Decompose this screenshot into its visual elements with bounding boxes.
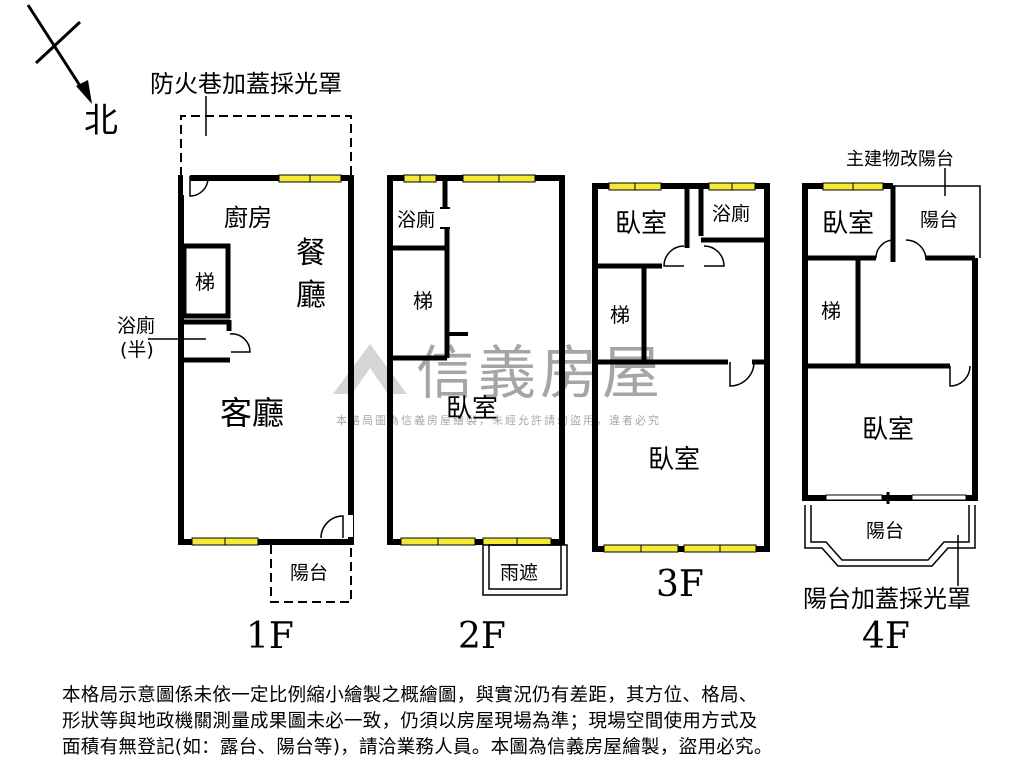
room-stairs-2f: 梯 bbox=[413, 289, 433, 313]
main-to-balcony-label: 主建物改陽台 bbox=[846, 149, 954, 170]
room-balcony-4f-a: 陽台 bbox=[920, 209, 958, 231]
floor-2f: 浴廁 梯 臥室 雨遮 2F bbox=[387, 174, 568, 657]
room-canopy-2f: 雨遮 bbox=[500, 562, 538, 584]
fire-lane-outline bbox=[180, 115, 352, 176]
room-stairs-4f: 梯 bbox=[821, 299, 841, 323]
room-kitchen: 廚房 bbox=[224, 204, 272, 232]
floor-label-3f: 3F bbox=[656, 564, 704, 605]
balcony-skylight-label: 陽台加蓋採光罩 bbox=[803, 585, 971, 613]
room-bedroom-2f: 臥室 bbox=[446, 394, 498, 424]
disclaimer-line-2: 形狀等與地政機關測量成果圖未必一致，仍須以房屋現場為準；現場空間使用方式及 bbox=[62, 711, 758, 732]
room-stairs-1f: 梯 bbox=[195, 270, 215, 294]
room-dining-2: 廳 bbox=[296, 278, 326, 313]
room-bedroom-4f-b: 臥室 bbox=[862, 415, 914, 445]
floor-4f: 主建物改陽台 臥室 陽台 梯 臥室 陽台 陽台加蓋採光罩 4F bbox=[802, 149, 981, 657]
watermark-notice: 本格局圖為信義房屋繪製，未經允許請勿盜用，違者必究 bbox=[336, 413, 661, 427]
fire-lane-label: 防火巷加蓋採光罩 bbox=[150, 70, 342, 98]
disclaimer: 本格局示意圖係未依一定比例縮小繪製之概繪圖，與實況仍有差距，其方位、格局、 形狀… bbox=[62, 683, 1002, 761]
watermark: 信義房屋 本格局圖為信義房屋繪製，未經允許請勿盜用，違者必究 bbox=[333, 339, 664, 427]
room-bath-1f-b: (半) bbox=[120, 339, 154, 361]
room-balcony-1f: 陽台 bbox=[290, 562, 328, 584]
north-label: 北 bbox=[84, 101, 118, 141]
room-stairs-3f: 梯 bbox=[610, 303, 630, 327]
floor-label-1f: 1F bbox=[246, 616, 294, 657]
room-dining-1: 餐 bbox=[296, 236, 326, 271]
floor-label-4f: 4F bbox=[862, 616, 910, 657]
north-arrow-icon bbox=[26, 4, 92, 104]
floor-label-2f: 2F bbox=[458, 616, 506, 657]
watermark-logo-icon bbox=[333, 344, 407, 394]
disclaimer-line-3: 面積有無登記(如：露台、陽台等)，請洽業務人員。本圖為信義房屋繪製，盜用必究。 bbox=[62, 737, 773, 758]
room-bedroom-3f-a: 臥室 bbox=[615, 209, 667, 239]
room-bath-1f-a: 浴廁 bbox=[117, 314, 155, 337]
floor-1f: 防火巷加蓋採光罩 廚房 餐 廳 梯 浴廁 (半) 客廳 bbox=[117, 70, 354, 657]
disclaimer-line-1: 本格局示意圖係未依一定比例縮小繪製之概繪圖，與實況仍有差距，其方位、格局、 bbox=[62, 685, 758, 706]
watermark-brand: 信義房屋 bbox=[416, 339, 664, 407]
room-living: 客廳 bbox=[220, 394, 284, 432]
room-bath-2f: 浴廁 bbox=[397, 208, 435, 231]
floor-3f: 臥室 浴廁 梯 臥室 3F bbox=[592, 182, 770, 605]
room-bedroom-3f-b: 臥室 bbox=[648, 445, 700, 475]
room-bedroom-4f-a: 臥室 bbox=[822, 209, 874, 239]
room-bath-3f: 浴廁 bbox=[712, 202, 750, 225]
room-balcony-4f-b: 陽台 bbox=[866, 520, 904, 542]
